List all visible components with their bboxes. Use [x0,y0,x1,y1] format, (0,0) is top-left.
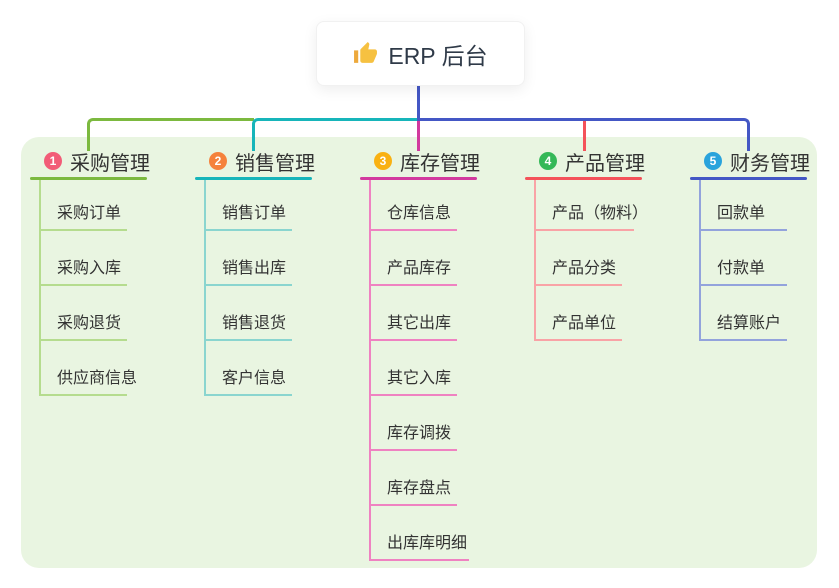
child-label: 付款单 [717,260,766,277]
branch-column-purchase: 1 采购管理 采购订单 采购入库 采购退货 供应商信息 [30,148,165,396]
child-node-outbound-detail[interactable]: 出库库明细 [369,531,469,561]
branch-children-connector [39,180,41,396]
child-label: 供应商信息 [57,370,138,387]
branch-number-badge: 2 [209,152,227,170]
child-label: 产品单位 [552,315,617,332]
child-label: 产品（物料） [552,205,649,222]
child-node-stock-taking[interactable]: 库存盘点 [369,476,457,506]
branch-number-badge: 4 [539,152,557,170]
child-node-purchase-order[interactable]: 采购订单 [39,201,127,231]
child-label: 采购入库 [57,260,122,277]
child-label: 销售出库 [222,260,287,277]
branch-children-connector [534,180,536,341]
child-node-customer-info[interactable]: 客户信息 [204,366,292,396]
child-node-product-unit[interactable]: 产品单位 [534,311,622,341]
child-label: 产品分类 [552,260,617,277]
child-label: 产品库存 [387,260,452,277]
child-node-other-outbound[interactable]: 其它出库 [369,311,457,341]
branch-children-connector [204,180,206,396]
branch-column-product: 4 产品管理 产品（物料） 产品分类 产品单位 [525,148,660,341]
child-node-product-material[interactable]: 产品（物料） [534,201,648,231]
child-label: 其它入库 [387,370,452,387]
branch-node-sales[interactable]: 2 销售管理 [195,148,330,175]
child-node-purchase-inbound[interactable]: 采购入库 [39,256,127,286]
child-node-sales-order[interactable]: 销售订单 [204,201,292,231]
branch-number-badge: 5 [704,152,722,170]
root-node-erp[interactable]: ERP 后台 [316,21,525,86]
child-label: 库存调拨 [387,425,452,442]
child-label: 其它出库 [387,315,452,332]
root-connector-stem [417,84,420,118]
child-label: 库存盘点 [387,480,452,497]
root-node-label: ERP 后台 [388,42,488,69]
branch-label: 销售管理 [235,152,315,175]
child-label: 采购订单 [57,205,122,222]
branch-underline [360,177,477,180]
branch-underline [690,177,807,180]
branch-children-connector [369,180,371,561]
child-node-warehouse-info[interactable]: 仓库信息 [369,201,457,231]
connector-finance [417,118,750,151]
branch-number-badge: 1 [44,152,62,170]
child-node-sales-return[interactable]: 销售退货 [204,311,292,341]
branch-column-finance: 5 财务管理 回款单 付款单 结算账户 [690,148,825,341]
child-label: 出库库明细 [387,535,468,552]
child-label: 结算账户 [717,315,782,332]
branch-children-connector [699,180,701,341]
branch-node-purchase[interactable]: 1 采购管理 [30,148,165,175]
branch-label: 产品管理 [565,152,645,175]
branch-column-inventory: 3 库存管理 仓库信息 产品库存 其它出库 其它入库 库存调拨 库存盘点 出库库… [360,148,495,561]
child-node-settlement-account[interactable]: 结算账户 [699,311,787,341]
child-node-purchase-return[interactable]: 采购退货 [39,311,127,341]
child-label: 客户信息 [222,370,287,387]
branch-node-inventory[interactable]: 3 库存管理 [360,148,495,175]
connector-sales [252,118,419,151]
child-label: 仓库信息 [387,205,452,222]
branch-underline [195,177,312,180]
child-node-product-category[interactable]: 产品分类 [534,256,622,286]
child-node-receipt-order[interactable]: 回款单 [699,201,787,231]
connector-inventory [417,120,420,151]
child-node-product-stock[interactable]: 产品库存 [369,256,457,286]
connector-product [583,120,586,151]
branches-panel [21,137,817,568]
connector-purchase [87,118,254,151]
branch-node-finance[interactable]: 5 财务管理 [690,148,825,175]
branch-number-badge: 3 [374,152,392,170]
branch-underline [525,177,642,180]
child-node-stock-transfer[interactable]: 库存调拨 [369,421,457,451]
child-label: 回款单 [717,205,766,222]
thumbs-up-icon [354,42,378,63]
child-node-other-inbound[interactable]: 其它入库 [369,366,457,396]
child-node-supplier-info[interactable]: 供应商信息 [39,366,137,396]
child-label: 销售订单 [222,205,287,222]
branch-underline [30,177,147,180]
branch-label: 库存管理 [400,152,480,175]
branch-node-product[interactable]: 4 产品管理 [525,148,660,175]
branch-column-sales: 2 销售管理 销售订单 销售出库 销售退货 客户信息 [195,148,330,396]
child-label: 采购退货 [57,315,122,332]
branch-label: 采购管理 [70,152,150,175]
child-node-payment-order[interactable]: 付款单 [699,256,787,286]
child-node-sales-outbound[interactable]: 销售出库 [204,256,292,286]
branch-label: 财务管理 [730,152,810,175]
child-label: 销售退货 [222,315,287,332]
